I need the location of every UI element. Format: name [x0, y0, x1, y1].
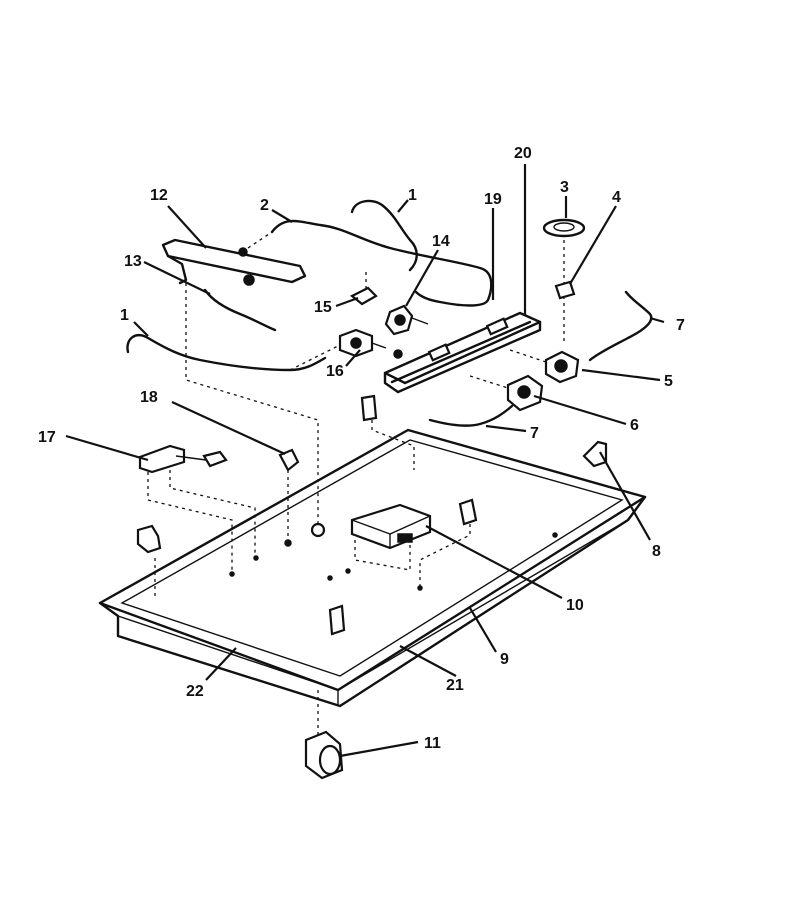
callout-label: 1 — [408, 187, 417, 204]
tube-7-upper — [588, 290, 653, 362]
callout-labels: 1 1 2 3 4 5 6 7 7 8 9 10 11 12 13 14 15 … — [38, 145, 685, 752]
callout-label: 9 — [500, 651, 509, 668]
gas-tube-2 — [270, 219, 493, 307]
callout-label: 11 — [424, 735, 441, 752]
callout-label: 7 — [530, 425, 539, 442]
callout-label: 21 — [446, 677, 464, 694]
callout-label: 12 — [150, 187, 168, 204]
base-pan — [98, 428, 647, 708]
gas-tube-lower — [126, 333, 327, 372]
fitting-15 — [349, 272, 378, 306]
callout-label: 1 — [120, 307, 129, 324]
callout-label: 6 — [630, 417, 639, 434]
bracket-right-8 — [582, 440, 608, 468]
control-module — [350, 503, 432, 571]
valve-5 — [509, 349, 580, 384]
callout-label: 20 — [514, 145, 532, 162]
burner-tube — [203, 288, 277, 332]
regulator-11 — [304, 690, 344, 780]
callout-label: 13 — [124, 253, 142, 270]
callout-label: 3 — [560, 179, 569, 196]
burner-bracket — [161, 238, 307, 286]
callout-label: 16 — [326, 363, 344, 380]
gas-manifold-assembly — [383, 311, 542, 394]
callout-label: 17 — [38, 429, 56, 446]
bracket-front-left — [136, 524, 162, 554]
callout-label: 7 — [676, 317, 685, 334]
gas-tube-upper — [350, 199, 418, 272]
leader-lines — [65, 164, 665, 758]
clip-4 — [554, 280, 576, 300]
valve-16 — [338, 328, 403, 359]
callout-label: 2 — [260, 197, 269, 214]
tube-7-lower — [428, 404, 514, 427]
callout-label: 15 — [314, 299, 332, 316]
bracket-rear — [360, 394, 378, 422]
callout-label: 22 — [186, 683, 204, 700]
callout-label: 4 — [612, 189, 621, 206]
gasket-3 — [542, 218, 586, 345]
callout-label: 8 — [652, 543, 661, 560]
callout-label: 18 — [140, 389, 158, 406]
callout-label: 14 — [432, 233, 450, 250]
callout-label: 5 — [664, 373, 673, 390]
callout-label: 10 — [566, 597, 584, 614]
callout-label: 19 — [484, 191, 502, 208]
spark-electrode-18 — [278, 448, 300, 540]
valve-14 — [384, 304, 429, 336]
bracket-front — [328, 604, 346, 636]
valve-6 — [469, 374, 544, 412]
igniter-17 — [138, 444, 256, 570]
bracket-mid — [458, 498, 478, 526]
